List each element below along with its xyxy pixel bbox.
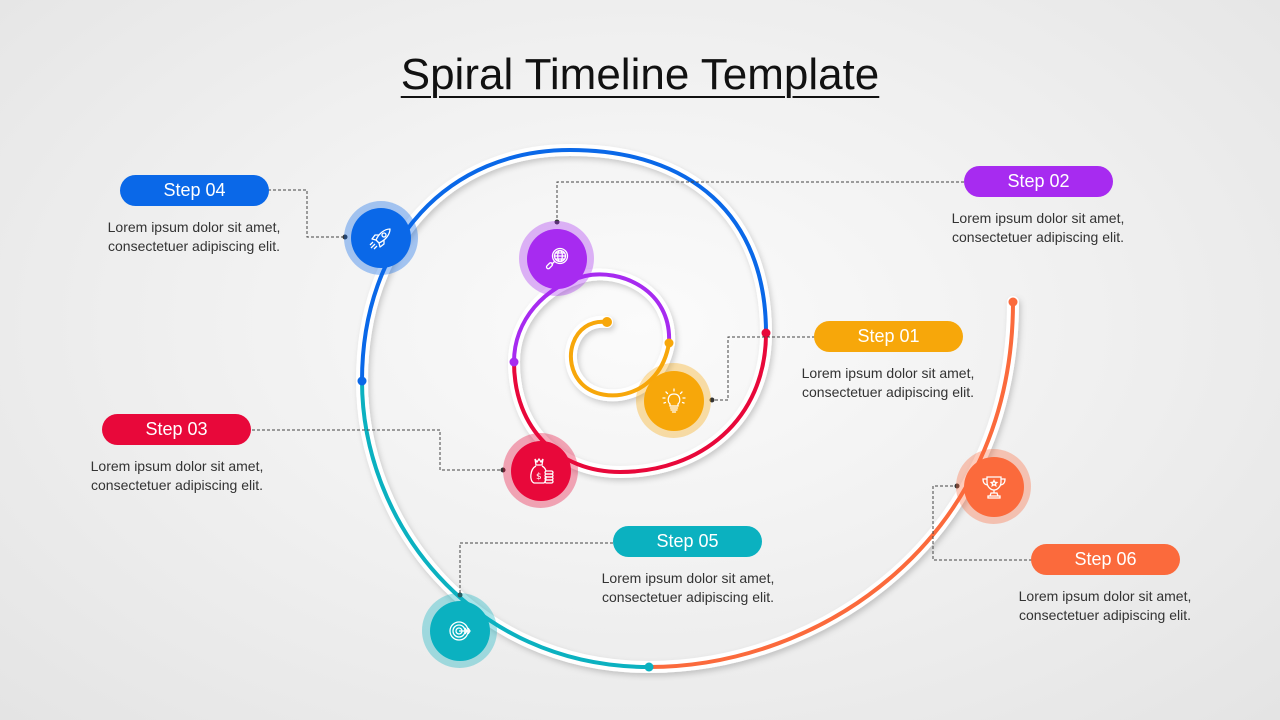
step04-node[interactable] [344, 201, 418, 275]
step04-desc-line2: consectetuer adipiscing elit. [108, 238, 280, 254]
step02-desc-line2: consectetuer adipiscing elit. [952, 229, 1124, 245]
step03-desc-line2: consectetuer adipiscing elit. [91, 477, 263, 493]
step01-desc-line1: Lorem ipsum dolor sit amet, [801, 365, 975, 381]
money-bag-icon: $ [529, 457, 554, 484]
spiral-segment-step02 [512, 272, 672, 364]
lightbulb-icon [661, 387, 686, 413]
step03-description: Lorem ipsum dolor sit amet, consectetuer… [67, 457, 287, 495]
rocket-icon [369, 228, 391, 250]
step02-label: Step 02 [964, 166, 1113, 197]
step06-node[interactable] [956, 449, 1031, 524]
step05-desc-line2: consectetuer adipiscing elit. [602, 589, 774, 605]
step01-node[interactable] [636, 363, 711, 438]
step06-desc-line1: Lorem ipsum dolor sit amet, [1018, 588, 1192, 604]
step04-label: Step 04 [120, 175, 269, 206]
step06-description: Lorem ipsum dolor sit amet, consectetuer… [995, 587, 1215, 625]
spiral-segment-step06 [647, 300, 1015, 669]
step06-desc-line2: consectetuer adipiscing elit. [1019, 607, 1191, 623]
step04-description: Lorem ipsum dolor sit amet, consectetuer… [84, 218, 304, 256]
svg-text:$: $ [536, 472, 542, 482]
step01-label: Step 01 [814, 321, 963, 352]
step01-description: Lorem ipsum dolor sit amet, consectetuer… [778, 364, 998, 402]
spiral-segment-step05 [360, 379, 651, 669]
target-icon [448, 620, 471, 641]
step01-desc-line2: consectetuer adipiscing elit. [802, 384, 974, 400]
trophy-icon [981, 475, 1006, 499]
page-title-text: Spiral Timeline Template [400, 50, 880, 99]
step05-description: Lorem ipsum dolor sit amet, consectetuer… [578, 569, 798, 607]
step02-desc-line1: Lorem ipsum dolor sit amet, [951, 210, 1125, 226]
globe-search-icon [545, 247, 568, 269]
connector-dots [342, 219, 960, 598]
step04-desc-line1: Lorem ipsum dolor sit amet, [107, 219, 281, 235]
page-title: Spiral Timeline Template [0, 50, 1280, 100]
step03-desc-line1: Lorem ipsum dolor sit amet, [90, 458, 264, 474]
step05-desc-line1: Lorem ipsum dolor sit amet, [601, 570, 775, 586]
step05-node[interactable] [422, 593, 497, 668]
step02-description: Lorem ipsum dolor sit amet, consectetuer… [928, 209, 1148, 247]
connector-lines [252, 181, 1032, 595]
step03-label: Step 03 [102, 414, 251, 445]
step06-label: Step 06 [1031, 544, 1180, 575]
step03-node[interactable]: $ [503, 433, 578, 508]
spiral-segment-step01 [568, 319, 671, 398]
spiral-junctions [357, 297, 1018, 672]
step05-label: Step 05 [613, 526, 762, 557]
spiral-segment-step03 [512, 331, 768, 475]
step02-node[interactable] [519, 221, 594, 296]
